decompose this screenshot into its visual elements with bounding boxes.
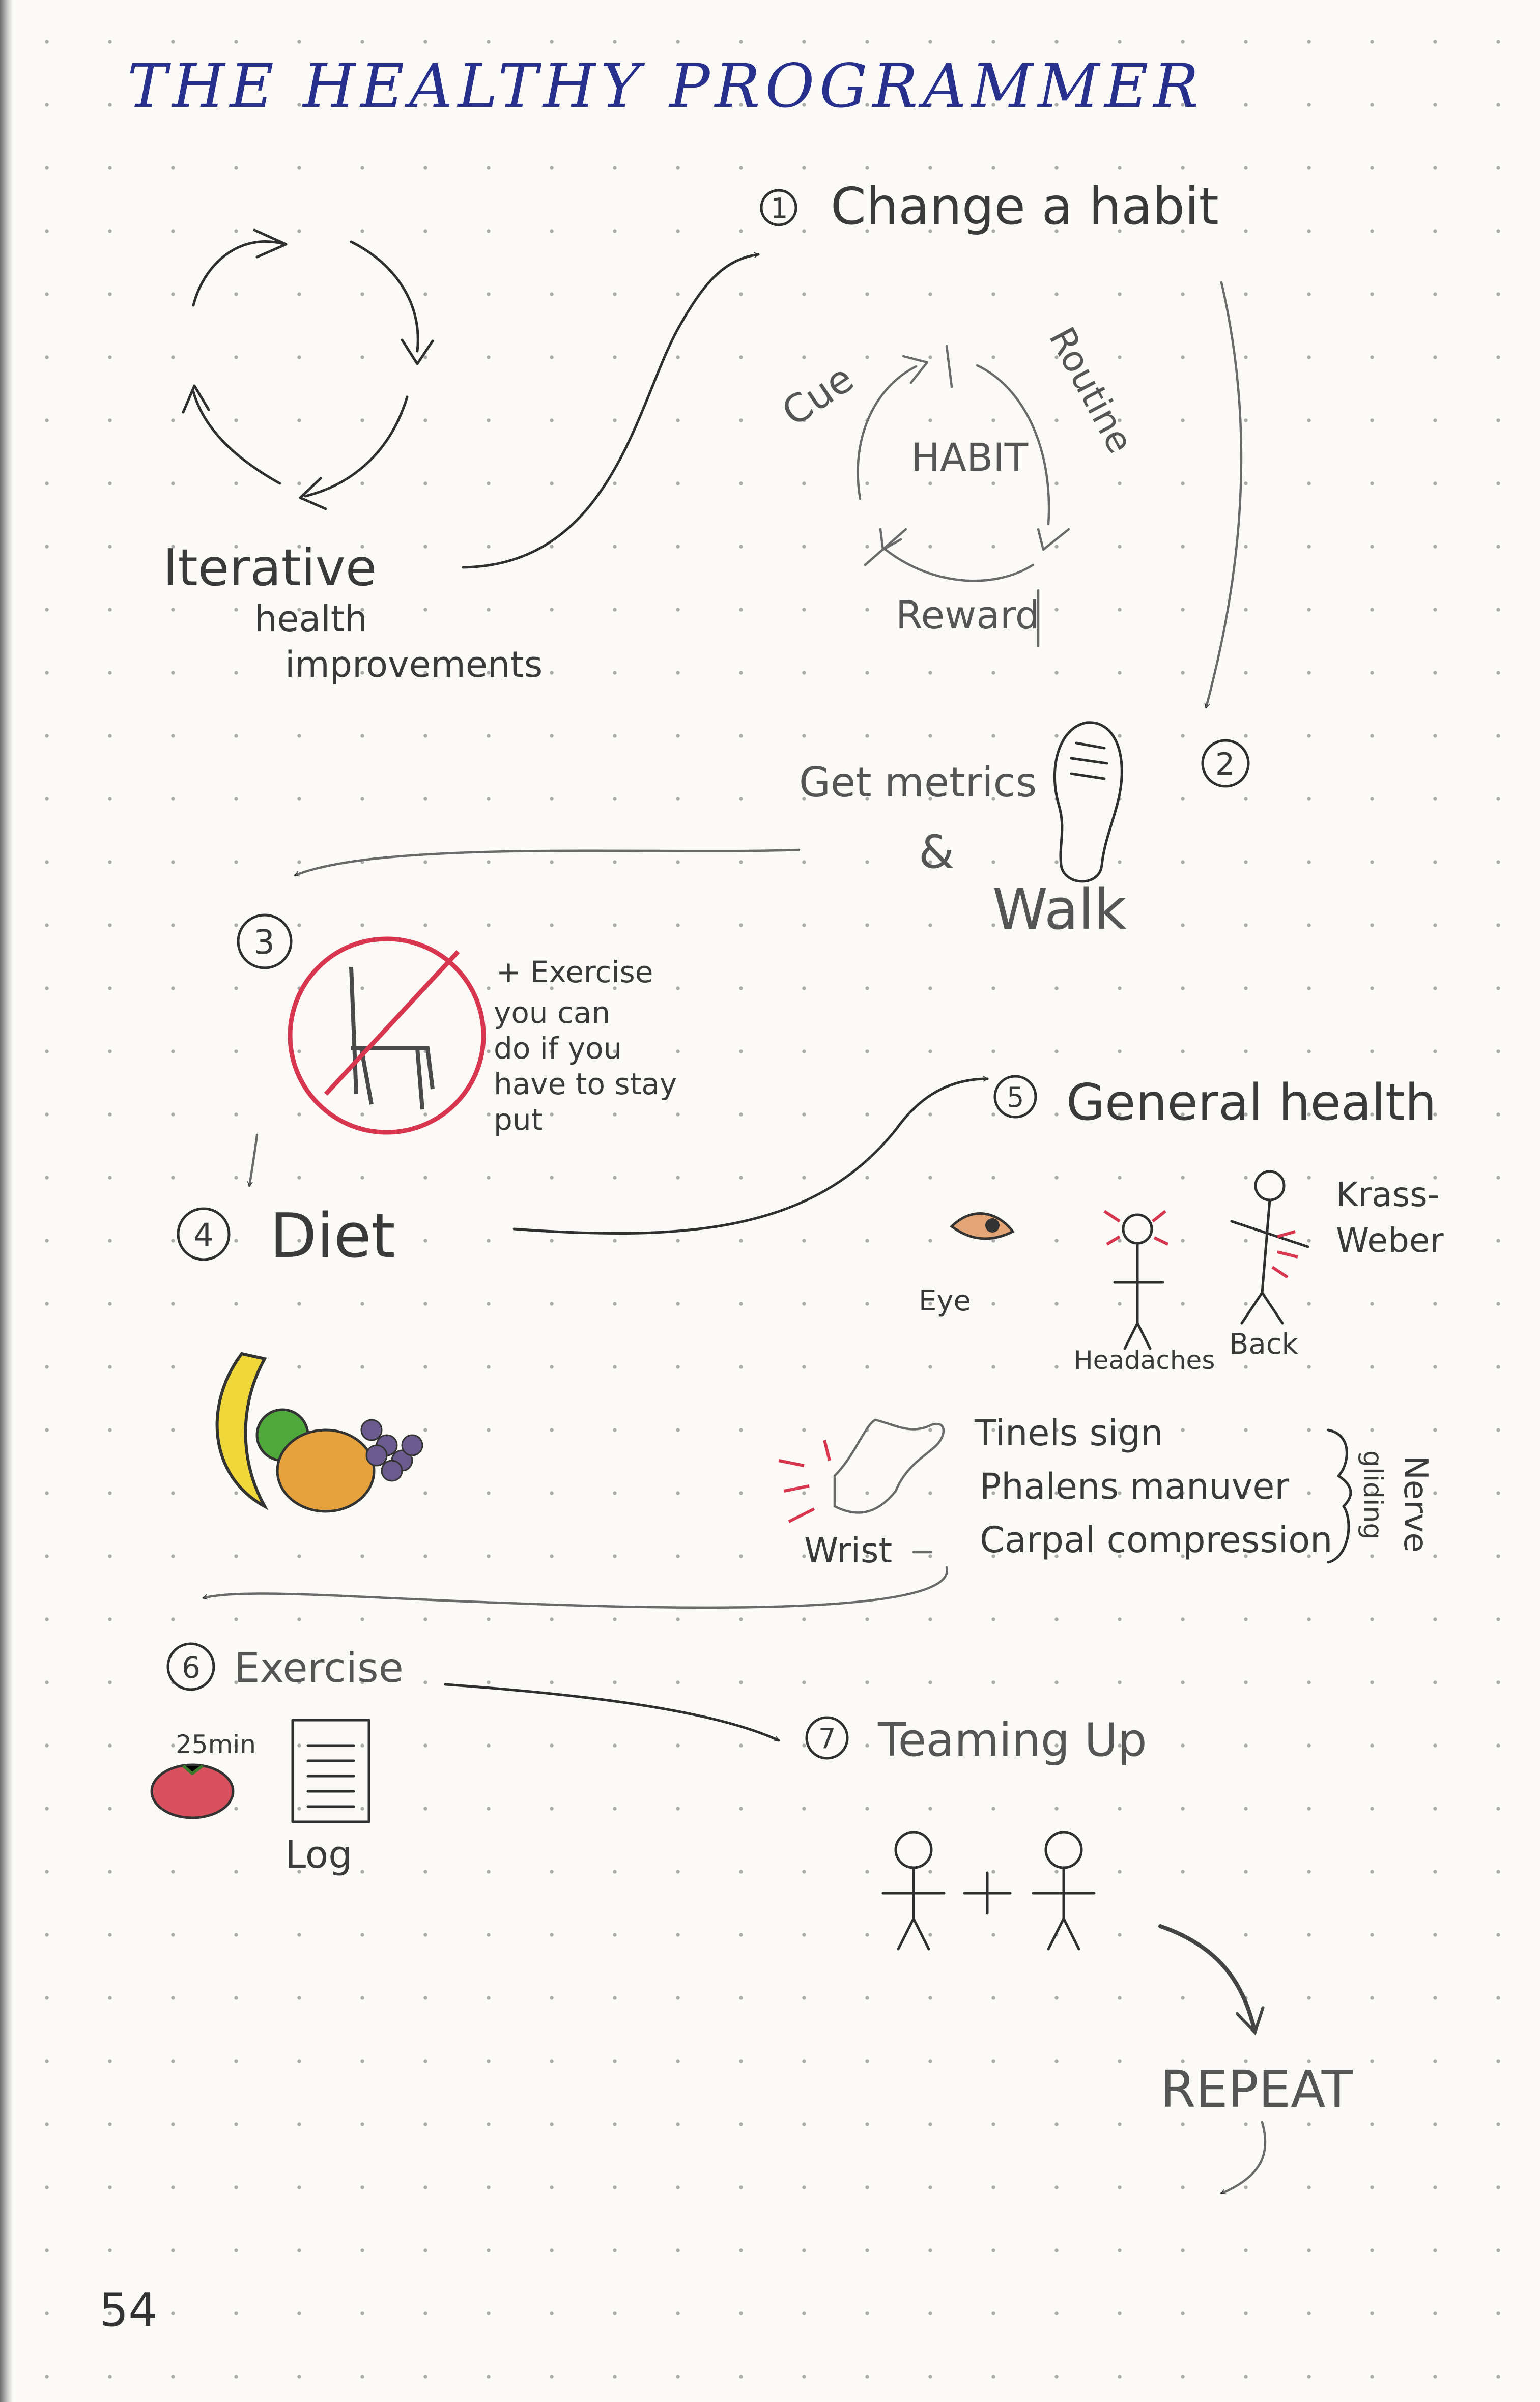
stick-figure-icon-teammate-right [1032, 1831, 1096, 1951]
connector-step3-to-step4 [247, 1133, 259, 1187]
orange-icon [276, 1428, 376, 1513]
stick-figure-icon-headaches [1103, 1210, 1169, 1350]
eye-icon [950, 1212, 1015, 1240]
step-2-number: 2 [1215, 747, 1235, 782]
step-5: 5 General health [993, 1074, 1437, 1132]
repeat-label: REPEAT [1160, 2060, 1353, 2119]
standing-line5: put [494, 1102, 543, 1137]
step-3-number: 3 [253, 923, 275, 962]
standing-line2: you can [494, 995, 610, 1030]
walk-metrics-line2: & [919, 825, 954, 879]
health-wrist: Wrist [804, 1531, 892, 1571]
step-3: 3 [237, 913, 293, 969]
habit-center: HABIT [911, 435, 1029, 480]
step-7-number: 7 [818, 1723, 836, 1755]
loop-label-health: health [254, 598, 367, 640]
stick-figure-icon-back [1230, 1170, 1309, 1325]
shoe-print-icon [1053, 721, 1123, 883]
health-krass: Krass- [1336, 1175, 1439, 1214]
step-7: 7 Teaming Up [805, 1713, 1147, 1767]
step-4: 4 Diet [177, 1201, 395, 1272]
walk-metrics-line1: Get metrics [799, 759, 1037, 806]
step-6-label: Exercise [234, 1644, 404, 1692]
health-weber: Weber [1336, 1221, 1444, 1260]
habit-cue: Cue [774, 355, 861, 435]
health-gliding: gliding [1357, 1450, 1388, 1539]
connector-step6-to-step7 [444, 1683, 780, 1742]
loop-label-iterative: Iterative [163, 538, 377, 597]
step-1: 1 Change a habit [760, 177, 1219, 236]
connector-step7-to-repeat [1158, 1924, 1265, 2036]
banana-icon [215, 1352, 269, 1510]
step-1-label: Change a habit [831, 177, 1219, 236]
health-phalens: Phalens manuver [980, 1466, 1289, 1507]
step-2: 2 [1201, 739, 1250, 788]
health-carpal: Carpal compression [980, 1519, 1332, 1561]
chair-icon [349, 966, 435, 1110]
step-5-number: 5 [1007, 1081, 1024, 1113]
no-sign-icon [288, 936, 486, 1135]
hand-icon [778, 1418, 945, 1523]
habit-reward: Reward [896, 592, 1040, 638]
standing-line3: do if you [494, 1031, 622, 1066]
step-5-label: General health [1066, 1074, 1437, 1132]
health-nerve: Nerve [1396, 1455, 1434, 1553]
connector-step4-to-step5 [512, 1076, 989, 1235]
standing-line4: have to stay [494, 1067, 677, 1101]
stick-figure-icon-teammate-left [881, 1831, 946, 1951]
loop-label-improvements: improvements [285, 644, 543, 685]
step-6: 6 Exercise [166, 1642, 404, 1692]
tomato-timer-icon [150, 1763, 235, 1819]
step-7-label: Teaming Up [877, 1713, 1147, 1767]
page-binding-edge [0, 0, 13, 2402]
connector-step5-to-step6 [202, 1566, 948, 1609]
page-title: THE HEALTHY PROGRAMMER [127, 51, 1204, 121]
exercise-timer: 25min [176, 1730, 256, 1759]
page-number: 54 [99, 2283, 158, 2337]
step-6-number: 6 [182, 1650, 201, 1685]
connector-step1-to-step2 [1204, 281, 1243, 709]
connector-repeat-loop [1220, 2121, 1267, 2195]
step-4-label: Diet [270, 1201, 395, 1272]
walk-label: Walk [992, 877, 1127, 942]
connector-loop-to-step1 [462, 252, 760, 569]
step-4-number: 4 [193, 1216, 213, 1253]
connector-step2-to-step3 [294, 848, 801, 877]
loop-arrows-icon [182, 228, 434, 510]
step-1-number: 1 [771, 192, 788, 224]
exercise-log: Log [285, 1833, 352, 1877]
health-headaches: Headaches [1074, 1346, 1215, 1375]
health-back: Back [1229, 1328, 1299, 1361]
health-tinels: Tinels sign [974, 1412, 1163, 1454]
habit-loop [857, 345, 1070, 648]
habit-routine: Routine [1041, 320, 1142, 460]
log-sheet-icon [291, 1719, 370, 1823]
health-eye: Eye [919, 1284, 971, 1318]
grapes-icon [360, 1419, 423, 1482]
plus-sign [963, 1871, 1012, 1915]
wrist-tests-brace [1327, 1428, 1352, 1564]
standing-line1: + Exercise [496, 955, 653, 989]
